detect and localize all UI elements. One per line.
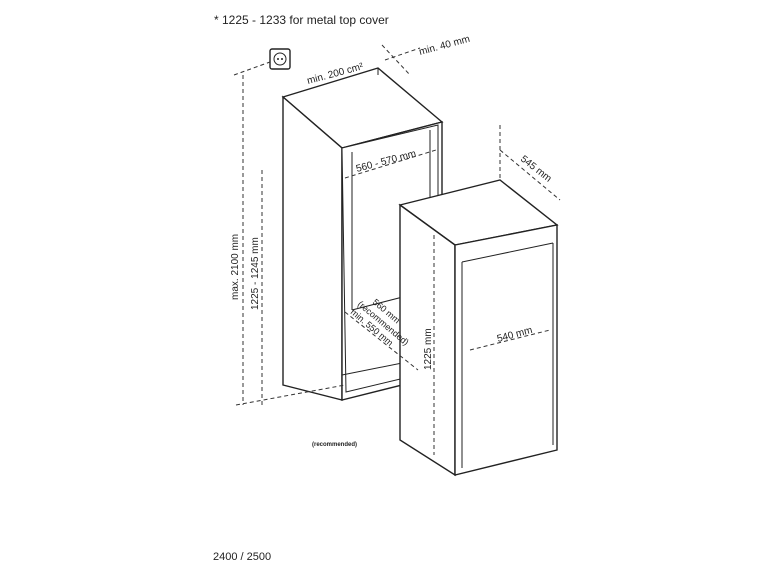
dimension-max-height: max. 2100 mm	[230, 234, 241, 300]
refrigerator	[398, 179, 559, 477]
dimension-appliance-height: 1225 mm	[423, 328, 434, 370]
top-note: * 1225 - 1233 for metal top cover	[214, 13, 389, 27]
power-socket-icon	[269, 48, 291, 70]
dimension-min-gap: min. 40 mm	[418, 34, 471, 58]
dimension-niche-height: 1225 - 1245 mm	[250, 237, 261, 310]
footer-note: 2400 / 2500	[213, 551, 271, 563]
recommended-note: (recommended)	[312, 442, 357, 448]
